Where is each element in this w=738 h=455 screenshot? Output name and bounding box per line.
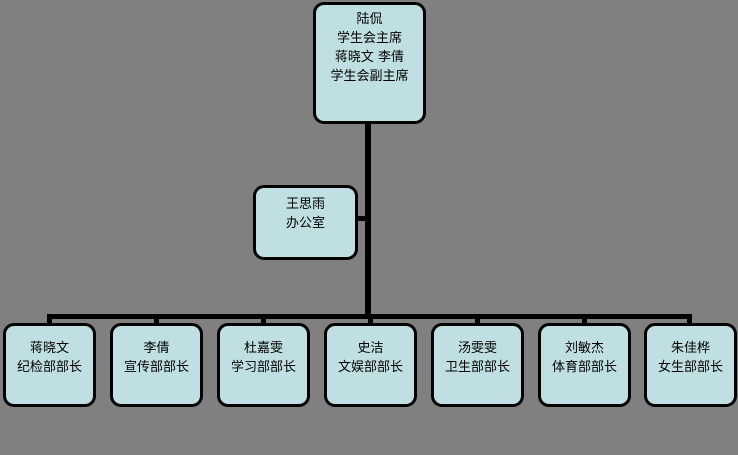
connector-drop-3 <box>261 314 266 326</box>
dept-7-title: 女生部部长 <box>657 359 723 375</box>
connector-drop-1 <box>47 314 52 326</box>
office-title: 办公室 <box>285 215 325 231</box>
dept-4-title: 文娱部部长 <box>337 359 403 375</box>
dept-2-name: 李倩 <box>143 341 170 356</box>
dept-6-name: 刘敏杰 <box>564 341 604 356</box>
root-vice-title: 学生会副主席 <box>330 68 409 84</box>
node-department-7[interactable]: 朱佳桦 女生部部长 <box>644 323 737 407</box>
dept-1-title: 纪检部部长 <box>16 359 82 375</box>
connector-drop-7 <box>687 314 692 326</box>
office-name: 王思雨 <box>285 197 325 212</box>
node-department-3[interactable]: 杜嘉雯 学习部部长 <box>217 323 310 407</box>
node-department-4[interactable]: 史洁 文娱部部长 <box>324 323 417 407</box>
connector-drop-2 <box>154 314 159 326</box>
node-chairperson[interactable]: 陆侃 学生会主席 蒋晓文 李倩 学生会副主席 <box>313 2 426 124</box>
node-department-6[interactable]: 刘敏杰 体育部部长 <box>538 323 631 407</box>
connector-drop-4 <box>368 314 373 326</box>
dept-3-name: 杜嘉雯 <box>243 341 283 356</box>
dept-2-title: 宣传部部长 <box>123 359 189 375</box>
dept-4-name: 史洁 <box>357 341 384 356</box>
root-vice-names: 蒋晓文 李倩 <box>334 49 405 65</box>
dept-3-title: 学习部部长 <box>230 359 296 375</box>
connector-root-to-bus <box>365 122 371 318</box>
root-name: 陆侃 <box>356 12 383 27</box>
root-title: 学生会主席 <box>336 30 402 46</box>
node-department-2[interactable]: 李倩 宣传部部长 <box>110 323 203 407</box>
node-department-1[interactable]: 蒋晓文 纪检部部长 <box>3 323 96 407</box>
connector-drop-5 <box>475 314 480 326</box>
dept-5-name: 汤雯雯 <box>457 341 497 356</box>
node-department-5[interactable]: 汤雯雯 卫生部部长 <box>431 323 524 407</box>
dept-6-title: 体育部部长 <box>551 359 617 375</box>
dept-7-name: 朱佳桦 <box>670 341 710 356</box>
dept-1-name: 蒋晓文 <box>29 341 69 356</box>
dept-5-title: 卫生部部长 <box>444 359 510 375</box>
connector-office-stub <box>355 216 368 221</box>
node-office[interactable]: 王思雨 办公室 <box>253 185 358 260</box>
connector-drop-6 <box>582 314 587 326</box>
